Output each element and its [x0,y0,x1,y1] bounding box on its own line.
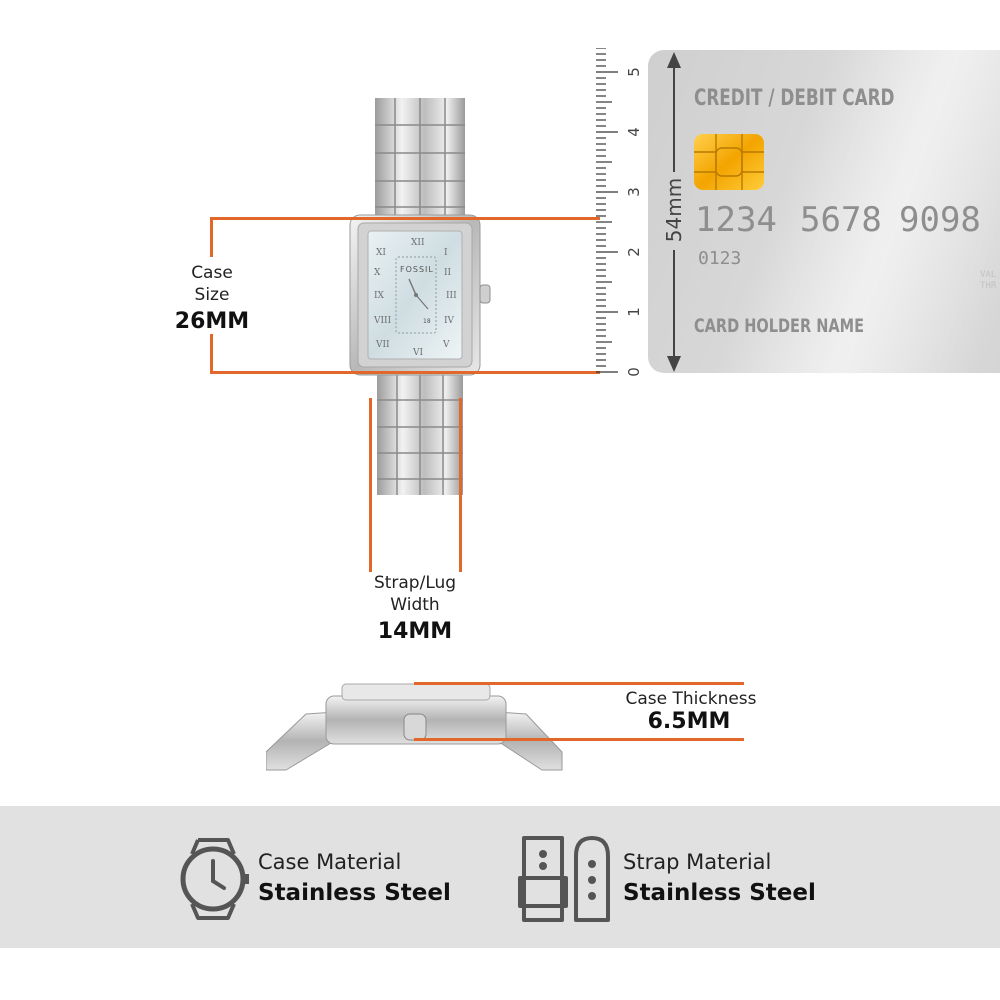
strap-width-value: 14MM [377,619,453,644]
strap-material-value: Stainless Steel [623,880,816,906]
chip-icon [694,134,764,190]
svg-text:XI: XI [376,248,386,258]
svg-text:IX: IX [374,291,385,301]
ruler-number: 5 [625,67,643,77]
strap-width-right-line [459,398,462,608]
case-thickness-value: 6.5MM [630,709,748,734]
svg-text:XII: XII [411,238,425,248]
svg-text:V: V [442,340,450,350]
thickness-top-line [414,682,744,685]
dial-brand: FOSSIL [400,265,434,274]
ruler-number: 1 [625,307,643,317]
strap-width-left-line [369,398,372,608]
watch-side-image [266,683,563,771]
strap-icon [518,836,610,922]
ruler-number: 2 [625,247,643,257]
card-title: CREDIT / DEBIT CARD [694,86,895,111]
ruler-number: 3 [625,187,643,197]
case-size-top-line [210,217,600,220]
svg-text:III: III [446,291,457,301]
case-size-vertical-left-lower [210,334,213,374]
svg-text:VIII: VIII [373,316,392,326]
credit-card: CREDIT / DEBIT CARD 1234 5678 9098 0123 … [648,50,1000,373]
svg-text:VI: VI [412,348,423,358]
case-size-value: 26MM [174,309,250,334]
card-number-group-3: 9098 [899,200,981,240]
case-material-value: Stainless Steel [258,880,451,906]
case-size-bottom-line [210,371,600,374]
materials-band: Case Material Stainless Steel Strap Mate… [0,806,1000,948]
card-height-label: 54mm [662,177,686,243]
case-size-label: Case Size [175,262,249,306]
dial-date: 18 [423,318,431,325]
card-number-group-1: 1234 [695,200,777,240]
card-edge-text-1: VAL [980,270,997,280]
svg-text:X: X [374,268,381,278]
svg-text:IV: IV [444,316,455,326]
ruler-number: 4 [625,127,643,137]
case-size-vertical-left [210,217,213,257]
card-holder-name: CARD HOLDER NAME [694,315,865,337]
thickness-bottom-line [414,738,744,741]
strap-width-label-line2: Width [390,595,440,615]
card-number-group-2: 5678 [800,200,882,240]
card-edge-text-2: THR [980,281,997,291]
card-small-number: 0123 [698,248,742,269]
svg-text:VII: VII [375,340,390,350]
ruler-number: 0 [625,367,643,377]
strap-material-label: Strap Material [623,850,772,874]
case-material-label: Case Material [258,850,402,874]
watch-icon [180,838,249,920]
case-size-label-line1: Case [191,263,233,283]
case-thickness-label: Case Thickness [616,688,766,710]
card-height-arrow [667,52,681,372]
strap-width-label: Strap/Lug Width [360,572,470,616]
svg-text:I: I [444,248,448,258]
svg-text:II: II [444,268,452,278]
case-size-label-line2: Size [194,285,230,305]
ruler-scale [596,48,618,373]
strap-width-label-line1: Strap/Lug [373,573,457,593]
